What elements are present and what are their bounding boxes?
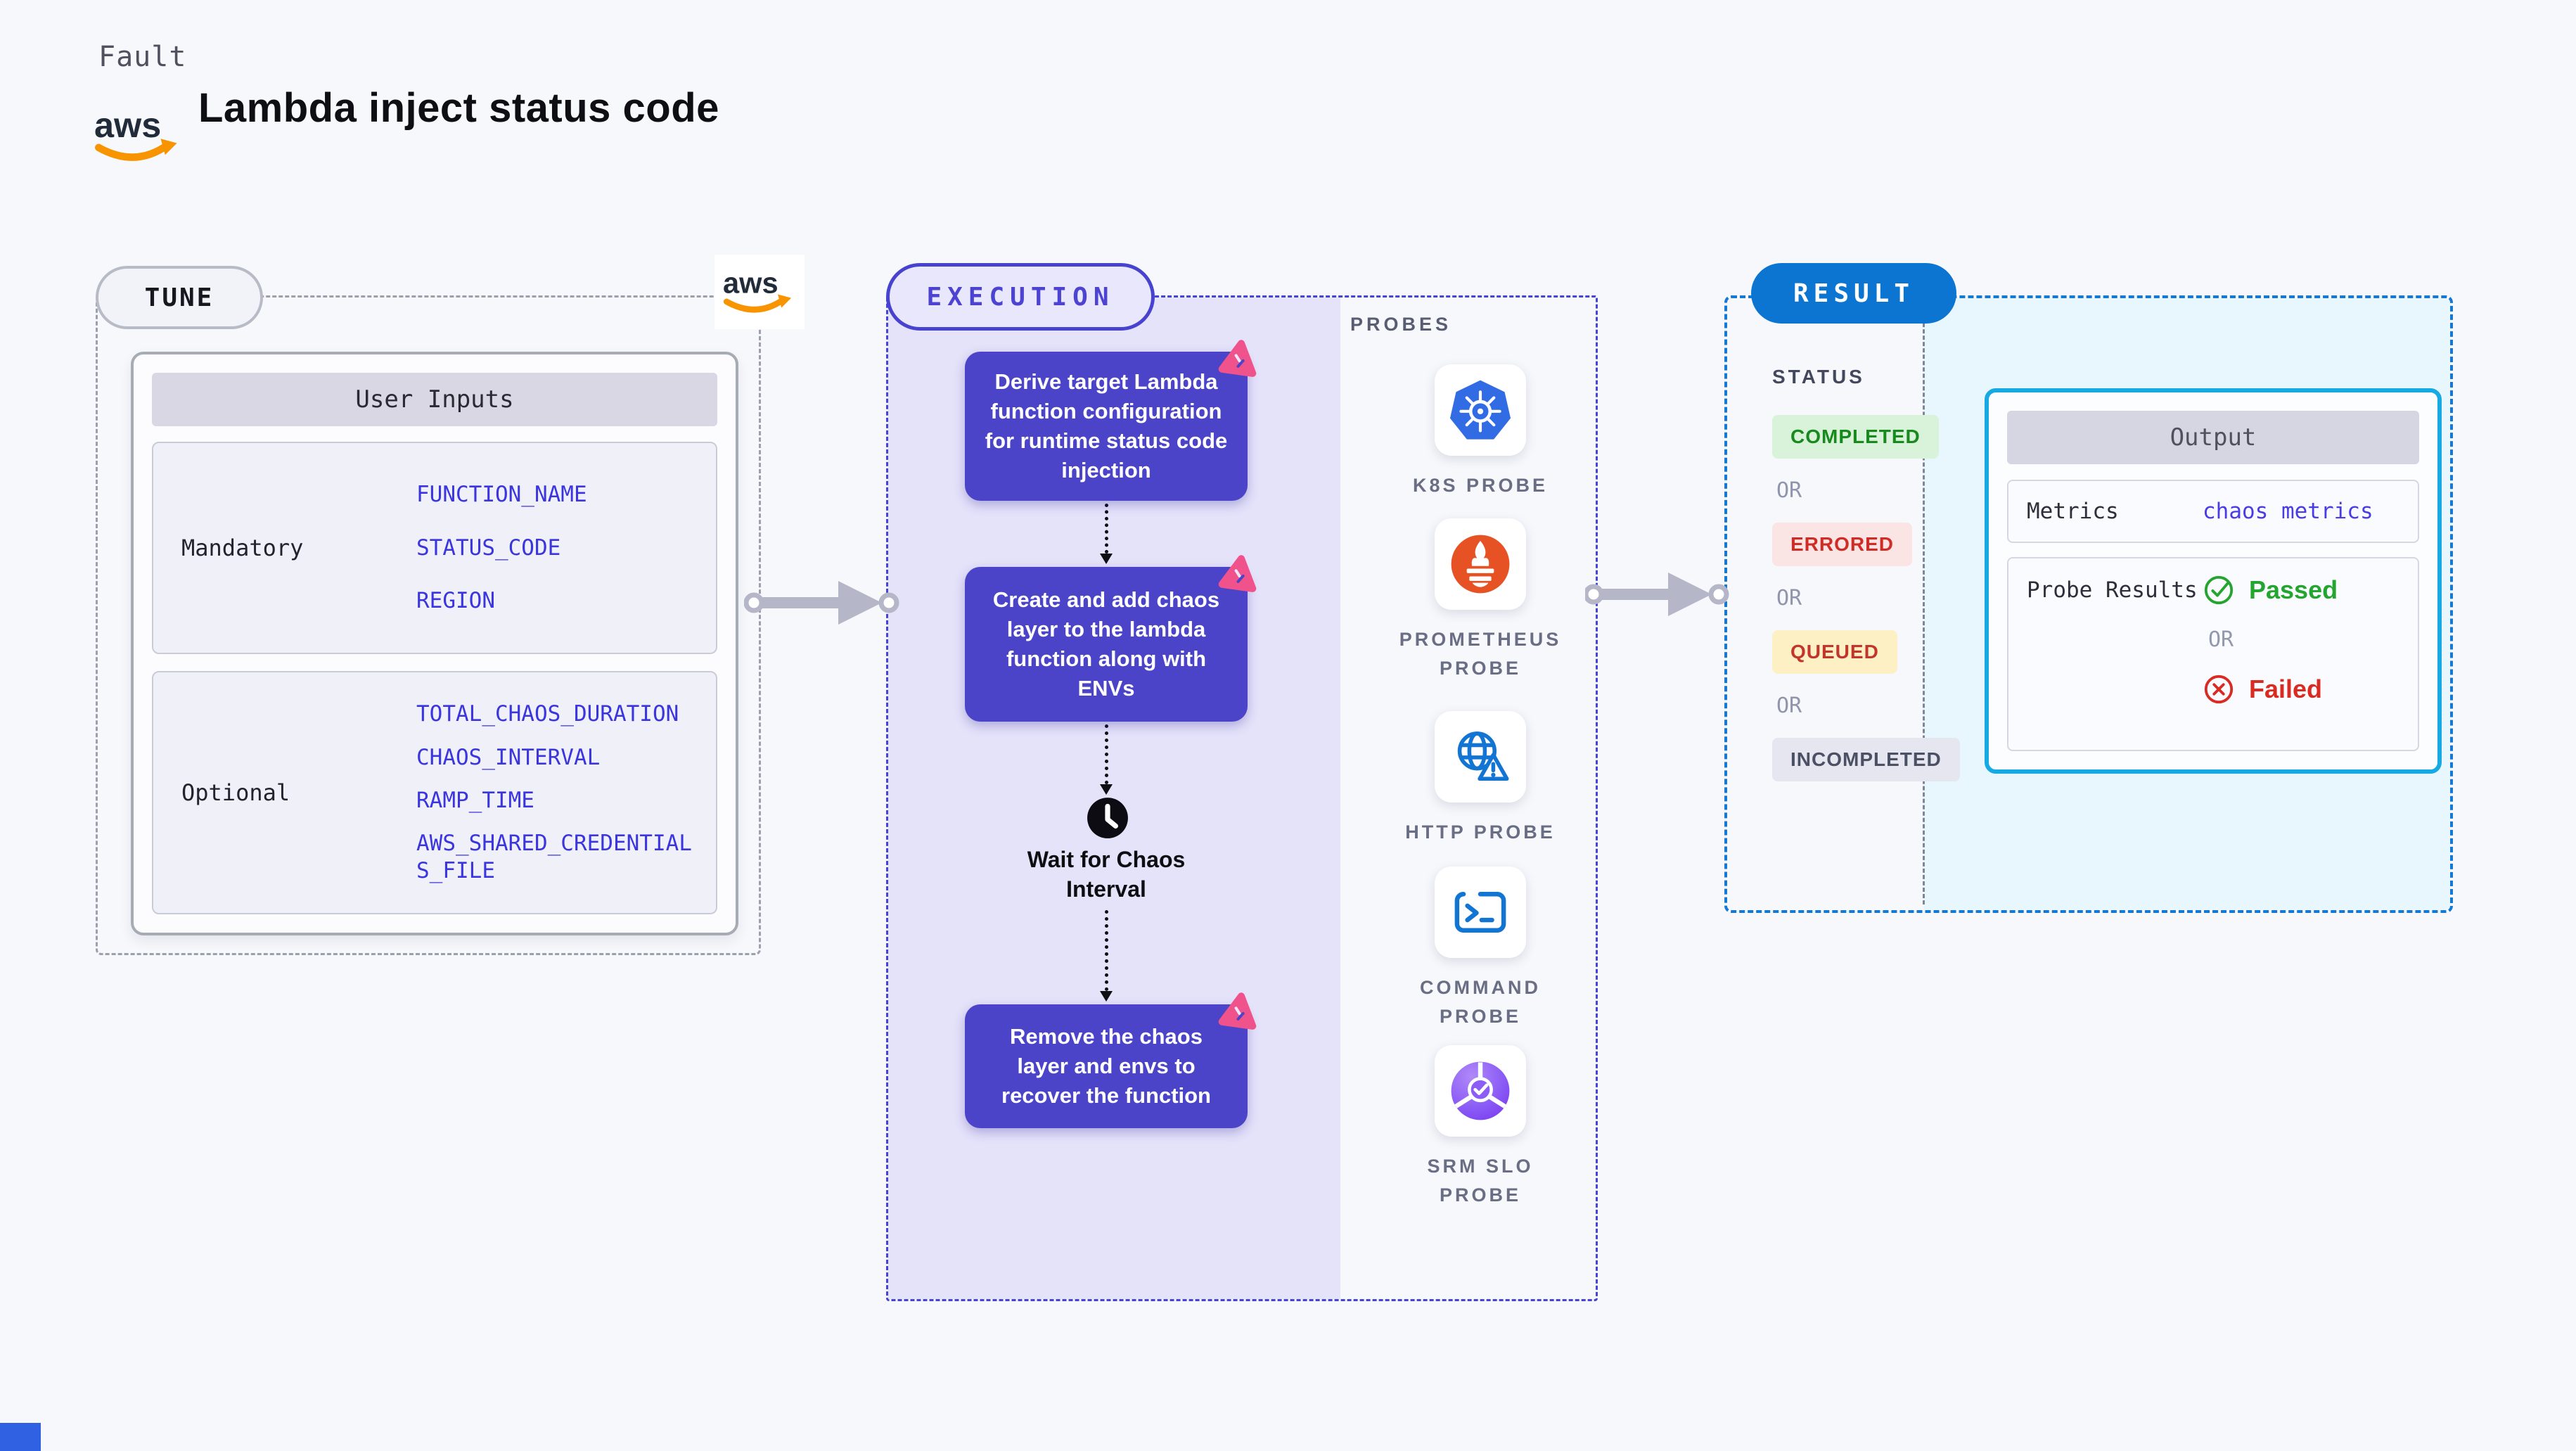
aws-logo: aws [715,255,805,329]
page-title: Lambda inject status code [198,85,719,131]
probe-command: COMMAND PROBE [1364,867,1596,1030]
status-label: STATUS [1772,366,1865,388]
probe-results-row: Probe Results Passed OR Failed [2007,557,2419,751]
passed-label: Passed [2249,575,2338,604]
status-column: STATUS COMPLETED OR ERRORED OR QUEUED OR… [1772,366,1960,781]
slo-check-icon [1435,1045,1526,1137]
probe-name: SRM SLO PROBE [1427,1156,1534,1206]
flow-arrow-tune-to-execution [743,575,904,634]
litmus-chaos-icon [1218,992,1257,1030]
env-var: RAMP_TIME [416,787,534,813]
probe-name: K8S PROBE [1412,475,1549,496]
execution-badge: EXECUTION [886,263,1155,331]
execution-step-add-chaos-layer: Create and add chaos layer to the lambda… [965,555,1257,722]
status-badge-completed: COMPLETED [1772,415,1939,459]
optional-label: Optional [181,779,290,806]
flow-connector [1100,910,1113,1002]
execution-step-remove-chaos-layer: Remove the chaos layer and envs to recov… [965,992,1257,1128]
terminal-icon [1435,867,1526,958]
kubernetes-icon [1435,364,1526,456]
optional-group: Optional TOTAL_CHAOS_DURATION CHAOS_INTE… [152,671,717,914]
user-inputs-panel: User Inputs Mandatory FUNCTION_NAME STAT… [131,352,738,935]
check-circle-icon [2204,575,2234,605]
env-var: REGION [416,587,495,613]
or-separator: OR [1776,586,1802,611]
optional-items: TOTAL_CHAOS_DURATION CHAOS_INTERVAL RAMP… [416,685,703,900]
probe-name: HTTP PROBE [1405,822,1556,843]
env-var: TOTAL_CHAOS_DURATION [416,701,679,727]
probe-k8s: K8S PROBE [1364,364,1596,500]
metrics-value: chaos metrics [2203,499,2373,524]
probe-http: HTTP PROBE [1364,711,1596,847]
flow-connector [1100,724,1113,795]
fault-kicker: Fault [98,41,187,73]
step-text: Derive target Lambda function configurat… [985,369,1228,482]
tune-container [96,295,761,955]
flow-connector [1100,504,1113,564]
x-circle-icon [2204,675,2234,704]
probe-name: COMMAND PROBE [1420,977,1541,1027]
cropped-screen-artifact [0,1423,41,1451]
env-var: FUNCTION_NAME [416,482,587,508]
clock-icon [1086,796,1129,840]
failed-line: Failed [2203,673,2338,705]
svg-text:aws: aws [723,267,778,300]
aws-logo: aws [94,104,183,167]
status-badge-incompleted: INCOMPLETED [1772,738,1960,781]
metrics-row: Metrics chaos metrics [2007,480,2419,543]
tune-badge: TUNE [96,266,263,329]
or-separator: OR [1776,693,1802,718]
or-separator: OR [2208,627,2234,652]
metrics-label: Metrics [2027,498,2119,524]
probe-results-label: Probe Results [2027,577,2198,603]
flow-arrow-execution-to-result [1583,567,1733,625]
env-var: STATUS_CODE [416,535,561,561]
output-panel: Output Metrics chaos metrics Probe Resul… [1985,388,2442,774]
output-title: Output [2007,411,2419,464]
result-divider [1923,304,1925,905]
env-var: CHAOS_INTERVAL [416,744,601,770]
mandatory-group: Mandatory FUNCTION_NAME STATUS_CODE REGI… [152,442,717,654]
step-text: Create and add chaos layer to the lambda… [992,587,1220,701]
user-inputs-title: User Inputs [152,373,717,426]
wait-for-chaos-interval-label: Wait for Chaos Interval [1027,847,1186,902]
status-badge-queued: QUEUED [1772,630,1897,674]
litmus-chaos-icon [1218,340,1257,377]
env-var: AWS_SHARED_CREDENTIALS_FILE [416,831,692,883]
or-separator: OR [1776,478,1802,503]
mandatory-items: FUNCTION_NAME STATUS_CODE REGION [416,456,703,640]
failed-label: Failed [2249,675,2323,703]
probes-label: PROBES [1350,314,1452,335]
probe-results-values: Passed OR Failed [2203,574,2338,734]
prometheus-icon [1435,518,1526,610]
status-badge-errored: ERRORED [1772,523,1913,566]
passed-line: Passed [2203,574,2338,606]
mandatory-label: Mandatory [181,535,304,561]
probe-prometheus: PROMETHEUS PROBE [1364,518,1596,682]
globe-warning-icon [1435,711,1526,803]
probe-srm-slo: SRM SLO PROBE [1364,1045,1596,1209]
svg-text:aws: aws [94,105,161,145]
step-text: Remove the chaos layer and envs to recov… [1001,1024,1211,1108]
litmus-chaos-icon [1218,555,1257,592]
execution-step-derive-config: Derive target Lambda function configurat… [965,340,1257,501]
probe-name: PROMETHEUS PROBE [1399,629,1562,679]
result-badge: RESULT [1751,263,1956,324]
